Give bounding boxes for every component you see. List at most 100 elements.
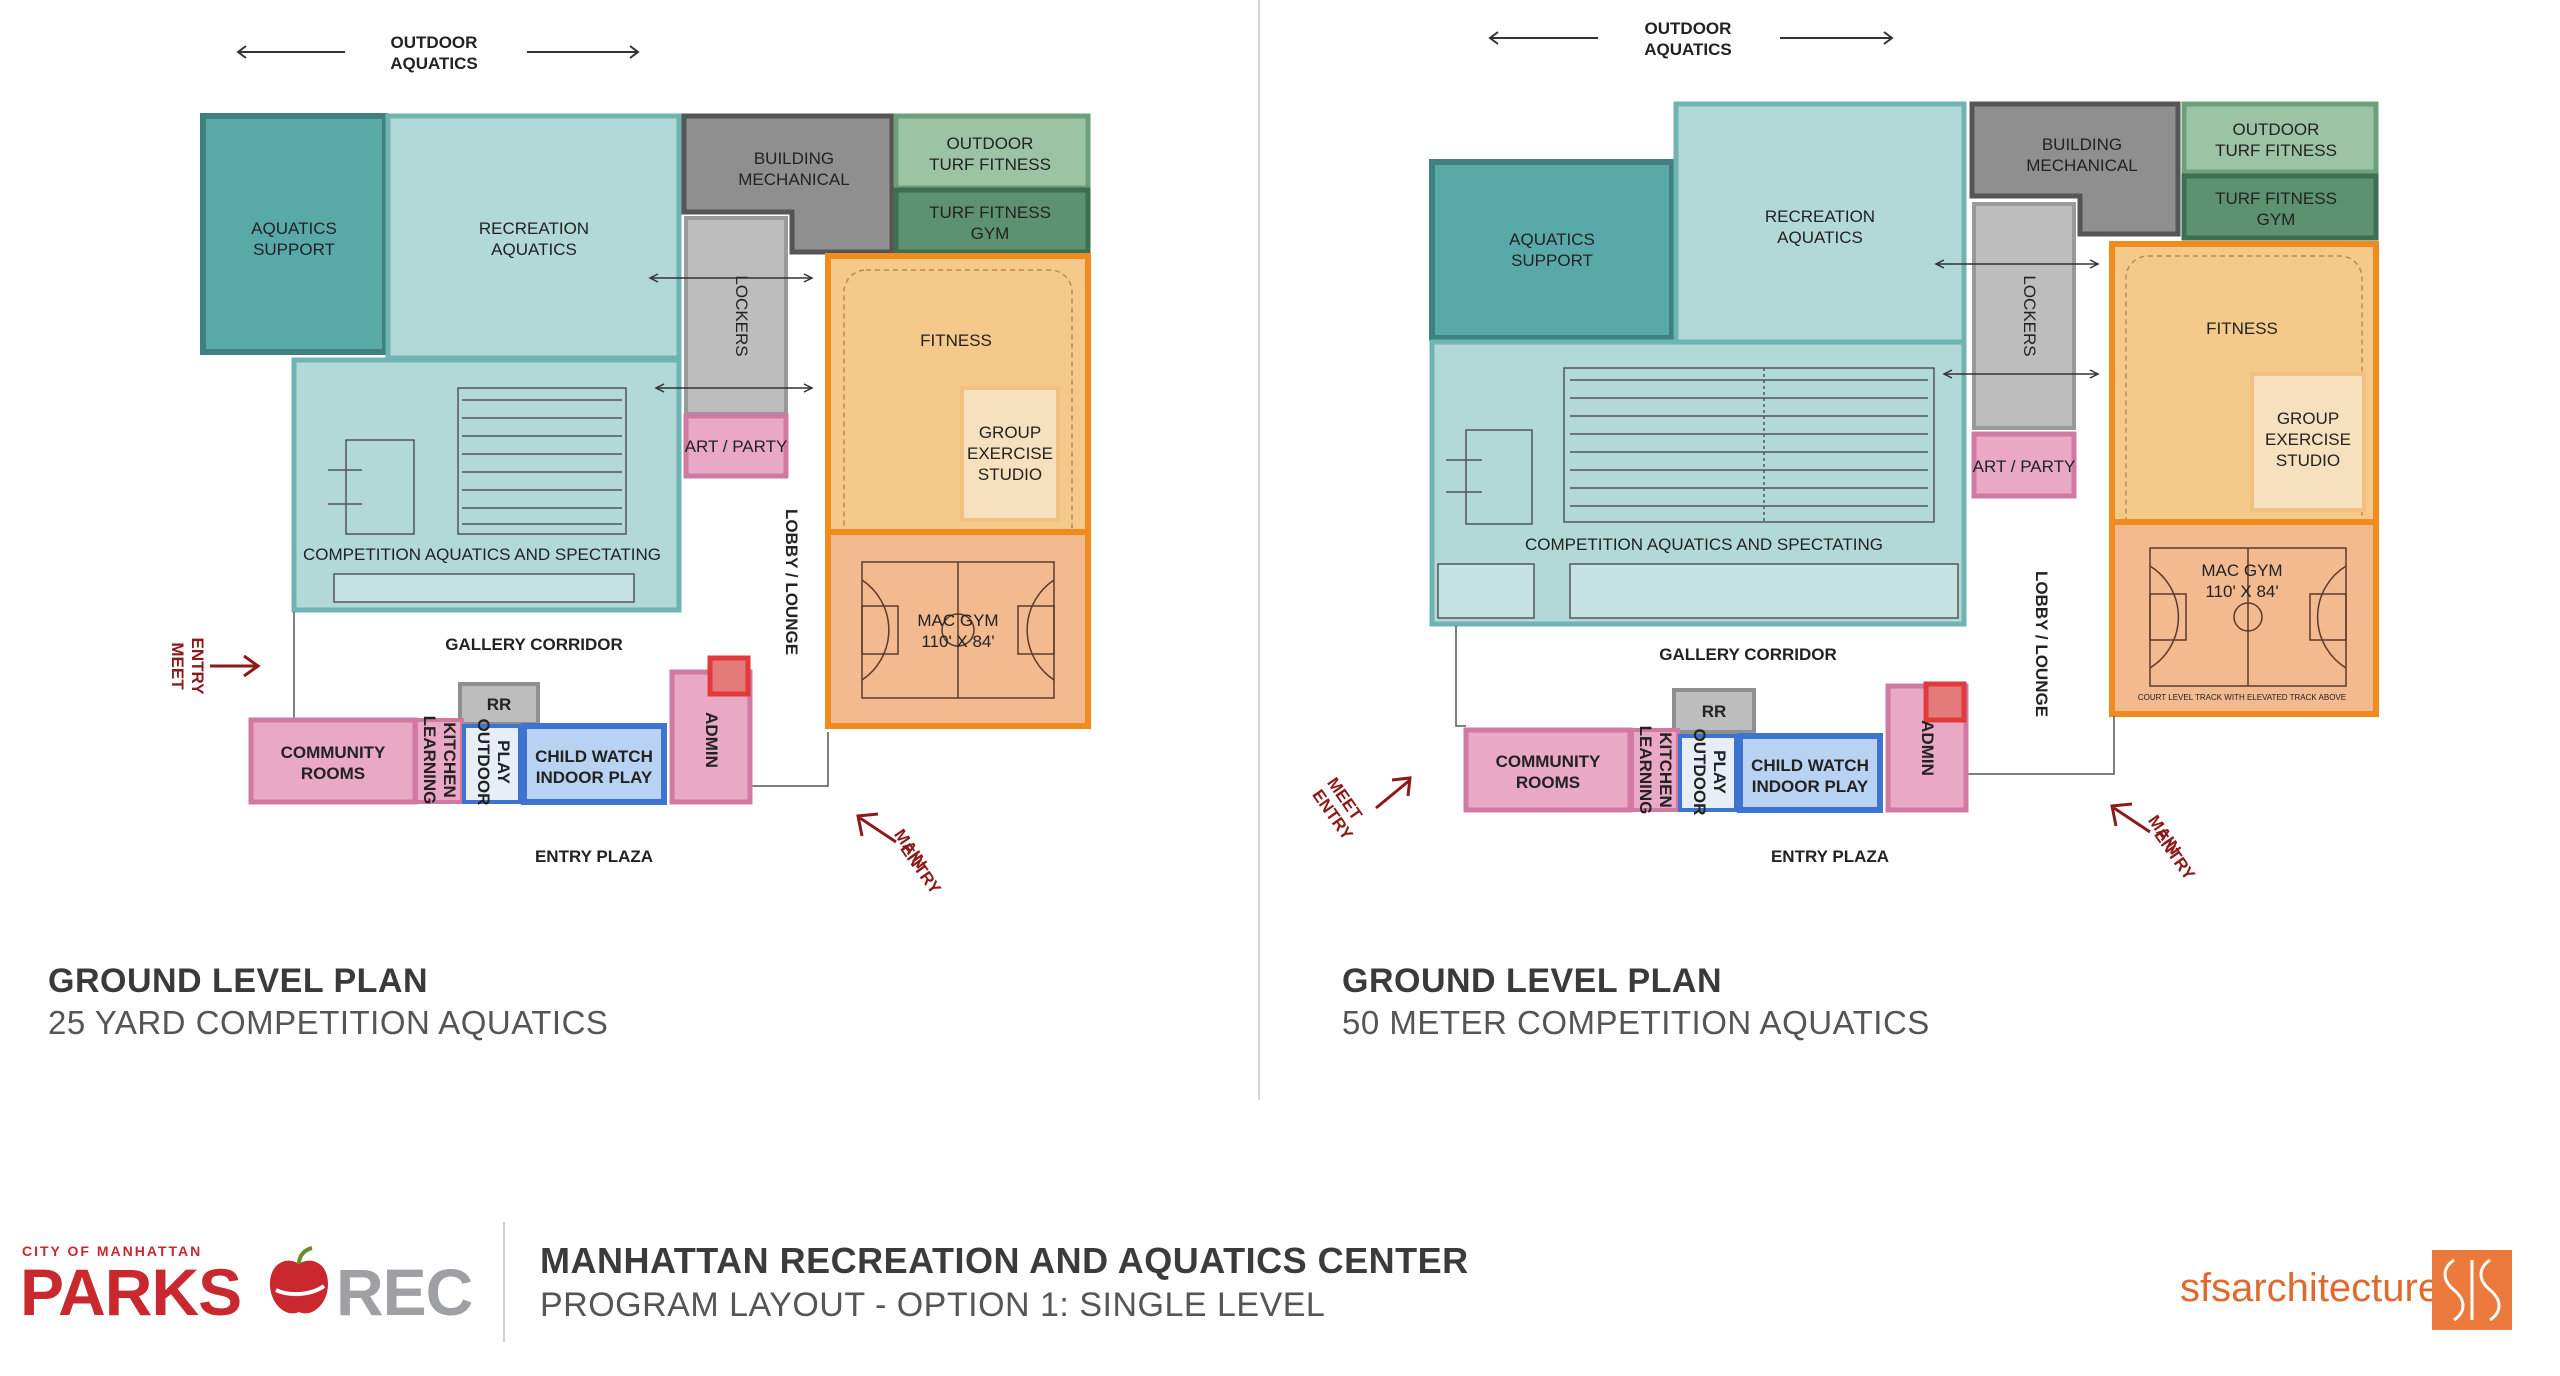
r-pool-lanes: [1437, 367, 1959, 619]
outdoor-aquatics-arrows: [236, 45, 640, 59]
room-aquatics-support-label-2: SUPPORT: [253, 240, 335, 259]
r-room-community-label-1: COMMUNITY: [1496, 752, 1601, 771]
r-room-outdoor-turf-fitness: [2181, 101, 2379, 175]
outdoor-aquatics-arrows-right: [1488, 31, 1894, 45]
main-entry-arrow: [856, 812, 897, 844]
r-room-building-mechanical-label-2: MECHANICAL: [2026, 156, 2137, 175]
outdoor-aquatics-label-1: OUTDOOR: [391, 33, 478, 52]
r-room-group-exercise-label-1: GROUP: [2277, 409, 2339, 428]
outdoor-aquatics-label-2: AQUATICS: [390, 54, 478, 73]
room-learning-kitchen-label-2: KITCHEN: [440, 722, 459, 798]
room-community-label-1: COMMUNITY: [281, 743, 386, 762]
room-aquatics-support-label-1: AQUATICS: [251, 219, 337, 238]
plan-left: OUTDOOR AQUATICS AQUATICS SUPPORT RECREA…: [0, 0, 1258, 1041]
room-recreation-aquatics-label-2: AQUATICS: [491, 240, 577, 259]
room-mac-gym-label-1: MAC GYM: [917, 611, 998, 630]
meet-entry-label-1: MEET: [168, 642, 187, 690]
r-room-aquatics-support-label-2: SUPPORT: [1511, 251, 1593, 270]
right-caption-title: GROUND LEVEL PLAN: [1342, 962, 1723, 1000]
brand-city-label: CITY OF MANHATTAN: [22, 1243, 203, 1259]
r-room-community-rooms: [1463, 727, 1633, 813]
r-room-group-exercise-label-3: STUDIO: [2276, 451, 2340, 470]
r-room-community-label-2: ROOMS: [1516, 773, 1580, 792]
left-caption-sub: 25 YARD COMPETITION AQUATICS: [48, 1004, 609, 1041]
room-outdoor-turf-fitness: [893, 113, 1091, 191]
corridor-lines: [293, 612, 829, 787]
r-court-track-note: COURT LEVEL TRACK WITH ELEVATED TRACK AB…: [2138, 693, 2346, 702]
room-turf-gym-label-2: GYM: [971, 224, 1010, 243]
r-room-turf-gym-label-1: TURF FITNESS: [2215, 189, 2337, 208]
meet-entry-label-2: ENTRY: [188, 638, 207, 696]
r-room-aquatics-support-label-1: AQUATICS: [1509, 230, 1595, 249]
room-group-exercise-label-3: STUDIO: [978, 465, 1042, 484]
r-room-recreation-aquatics: [1673, 101, 1967, 347]
left-caption-title: GROUND LEVEL PLAN: [48, 962, 429, 1000]
plan-divider: [1258, 0, 1260, 1100]
room-building-mechanical-label-2: MECHANICAL: [738, 170, 849, 189]
r-meet-entry-arrow: [1375, 776, 1412, 810]
connection-arrows: [648, 273, 814, 393]
r-room-learning-kitchen-label-2: KITCHEN: [1656, 732, 1675, 808]
room-child-watch-label-2: INDOOR PLAY: [536, 768, 653, 787]
gallery-corridor-label: GALLERY CORRIDOR: [445, 635, 623, 654]
apple-logo-icon: [270, 1246, 328, 1314]
entry-plaza-label: ENTRY PLAZA: [535, 847, 653, 866]
room-child-watch-label-1: CHILD WATCH: [535, 747, 653, 766]
r-room-recreation-aquatics-label-1: RECREATION: [1765, 207, 1875, 226]
r-main-entry-arrow: [2110, 802, 2151, 834]
r-room-lockers-label: LOCKERS: [2020, 275, 2039, 356]
r-room-mac-gym-label-2: 110' X 84': [2205, 582, 2278, 601]
room-building-mechanical: [681, 113, 895, 255]
r-room-lockers: [1972, 202, 2076, 430]
r-room-group-exercise-label-2: EXERCISE: [2265, 430, 2351, 449]
admin-red-square: [707, 655, 751, 697]
room-community-label-2: ROOMS: [301, 764, 365, 783]
r-room-outdoor-turf-label-1: OUTDOOR: [2233, 120, 2320, 139]
r-room-outdoor-play-label-2: PLAY: [1710, 750, 1729, 794]
room-fitness-label: FITNESS: [920, 331, 992, 350]
room-competition-label: COMPETITION AQUATICS AND SPECTATING: [303, 545, 661, 564]
r-outdoor-aquatics-label-2: AQUATICS: [1644, 40, 1732, 59]
room-group-exercise-label-2: EXERCISE: [967, 444, 1053, 463]
r-lobby-lounge-label: LOBBY / LOUNGE: [2032, 571, 2051, 717]
r-room-art-party-label: ART / PARTY: [1973, 457, 2076, 476]
room-outdoor-turf-label-2: TURF FITNESS: [929, 155, 1051, 174]
r-room-art-party: [1971, 431, 2077, 499]
plan-left-svg: OUTDOOR AQUATICS AQUATICS SUPPORT RECREA…: [168, 33, 1091, 898]
r-room-mac-gym: [2109, 519, 2379, 717]
room-rr-label: RR: [487, 695, 512, 714]
room-mac-gym-label-2: 110' X 84': [921, 632, 994, 651]
r-room-aquatics-support: [1429, 159, 1675, 341]
r-room-learning-kitchen: [1630, 728, 1680, 812]
room-group-exercise: [960, 386, 1060, 522]
r-room-rr-label: RR: [1702, 702, 1727, 721]
architect-name: sfsarchitecture: [2180, 1266, 2441, 1310]
brand-parks: PARKS: [20, 1255, 242, 1329]
room-outdoor-play: [462, 724, 522, 804]
room-learning-kitchen: [414, 718, 464, 804]
r-room-admin-label: ADMIN: [1918, 720, 1937, 776]
room-art-party-label: ART / PARTY: [685, 437, 788, 456]
r-room-building-mechanical: [1969, 101, 2181, 237]
r-room-outdoor-turf-label-2: TURF FITNESS: [2215, 141, 2337, 160]
r-room-competition-label: COMPETITION AQUATICS AND SPECTATING: [1525, 535, 1883, 554]
r-room-mac-gym-label-1: MAC GYM: [2201, 561, 2282, 580]
room-recreation-aquatics-label-1: RECREATION: [479, 219, 589, 238]
r-room-turf-fitness-gym: [2181, 173, 2379, 241]
room-outdoor-turf-label-1: OUTDOOR: [947, 134, 1034, 153]
room-admin-label: ADMIN: [702, 712, 721, 768]
room-outdoor-play-label-1: OUTDOOR: [474, 719, 493, 806]
room-competition-aquatics: [291, 357, 682, 613]
footer-title: MANHATTAN RECREATION AND AQUATICS CENTER: [540, 1240, 1469, 1281]
room-rr: [458, 682, 540, 726]
lobby-lounge-label: LOBBY / LOUNGE: [782, 509, 801, 655]
room-art-party: [683, 413, 789, 479]
footer-subtitle: PROGRAM LAYOUT - OPTION 1: SINGLE LEVEL: [540, 1286, 1326, 1324]
basketball-court: [861, 561, 1055, 699]
r-room-fitness-label: FITNESS: [2206, 319, 2278, 338]
plan-right: OUTDOOR AQUATICS AQUATICS SUPPORT RECREA…: [1260, 0, 2560, 1041]
r-entry-plaza-label: ENTRY PLAZA: [1771, 847, 1889, 866]
r-outdoor-aquatics-label-1: OUTDOOR: [1645, 19, 1732, 38]
r-basketball-court: [2149, 547, 2347, 687]
pool-lanes: [328, 387, 635, 603]
